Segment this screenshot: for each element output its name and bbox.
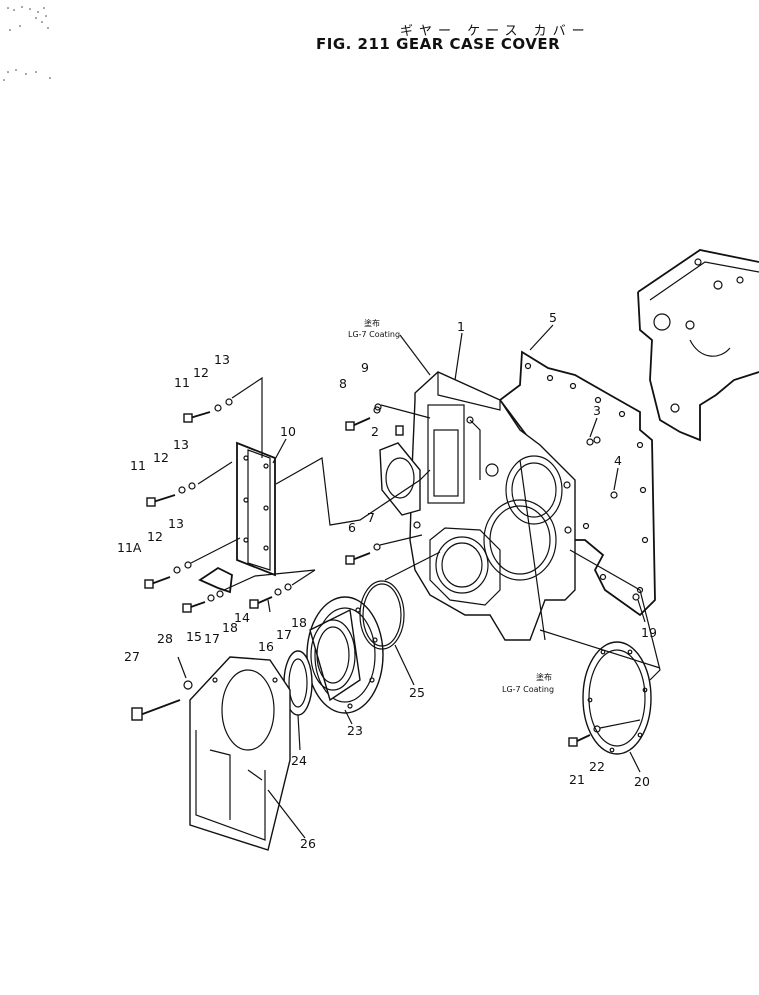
scan-noise	[3, 6, 51, 81]
callout-13-mid: 13	[173, 437, 189, 452]
callout-leaders	[177, 324, 646, 839]
callout-12-mid: 12	[153, 450, 169, 465]
callout-21: 21	[569, 772, 585, 787]
fasteners	[131, 398, 640, 747]
callout-15: 15	[186, 629, 202, 644]
callout-2: 2	[371, 424, 379, 439]
callout-17-right: 17	[276, 627, 292, 642]
callout-7: 7	[367, 510, 375, 525]
assembly-guide-lines	[190, 334, 661, 729]
callout-13-top: 13	[214, 352, 230, 367]
callout-18-left: 18	[222, 620, 238, 635]
callout-16: 16	[258, 639, 274, 654]
callout-12-top: 12	[193, 365, 209, 380]
coating-note-bottom: LG-7 Coating	[502, 685, 554, 694]
callout-24: 24	[291, 753, 307, 768]
figure-title-japanese: ギヤー ケース カバー	[400, 24, 591, 39]
callout-9: 9	[361, 360, 369, 375]
part-20-round-cover	[582, 641, 652, 755]
callout-13-low: 13	[168, 516, 184, 531]
part-23-seal-housing	[306, 596, 384, 714]
part-5-gasket	[498, 350, 656, 617]
coating-notes: 塗布 LG-7 Coating 塗布 LG-7 Coating	[348, 318, 554, 694]
callout-1: 1	[457, 319, 465, 334]
engine-block-reference	[637, 249, 759, 442]
part-1-gear-case	[409, 371, 601, 641]
part-25-o-ring	[359, 580, 405, 650]
coating-note-top-jp: 塗布	[364, 318, 380, 328]
part-14-bracket	[198, 566, 233, 594]
callout-11a: 11A	[117, 540, 142, 555]
part-10-cover-plate	[236, 441, 276, 577]
callout-11-top: 11	[174, 375, 190, 390]
callout-22: 22	[589, 759, 605, 774]
callout-19: 19	[641, 625, 657, 640]
part-26-support-bracket	[189, 656, 291, 851]
callout-23: 23	[347, 723, 363, 738]
callout-4: 4	[614, 453, 622, 468]
callout-20: 20	[634, 774, 650, 789]
callout-8: 8	[339, 376, 347, 391]
callout-17-left: 17	[204, 631, 220, 646]
callout-6: 6	[348, 520, 356, 535]
figure-title: FIG. 211 GEAR CASE COVER	[316, 35, 561, 53]
callout-5: 5	[549, 310, 557, 325]
callout-14: 14	[234, 610, 250, 625]
callout-18-right: 18	[291, 615, 307, 630]
callout-12-low: 12	[147, 529, 163, 544]
callout-25: 25	[409, 685, 425, 700]
callout-26: 26	[300, 836, 316, 851]
callout-11-mid: 11	[130, 458, 146, 473]
callout-27: 27	[124, 649, 140, 664]
coating-note-top: LG-7 Coating	[348, 330, 400, 339]
callout-28: 28	[157, 631, 173, 646]
callout-3: 3	[593, 403, 601, 418]
callout-labels: 1 2 3 4 5 6 7 8 9 10 11 11 11A 12 12 12 …	[117, 310, 657, 851]
coating-note-bottom-jp: 塗布	[536, 672, 552, 682]
part-front-seal-plate	[379, 442, 421, 516]
callout-10: 10	[280, 424, 296, 439]
